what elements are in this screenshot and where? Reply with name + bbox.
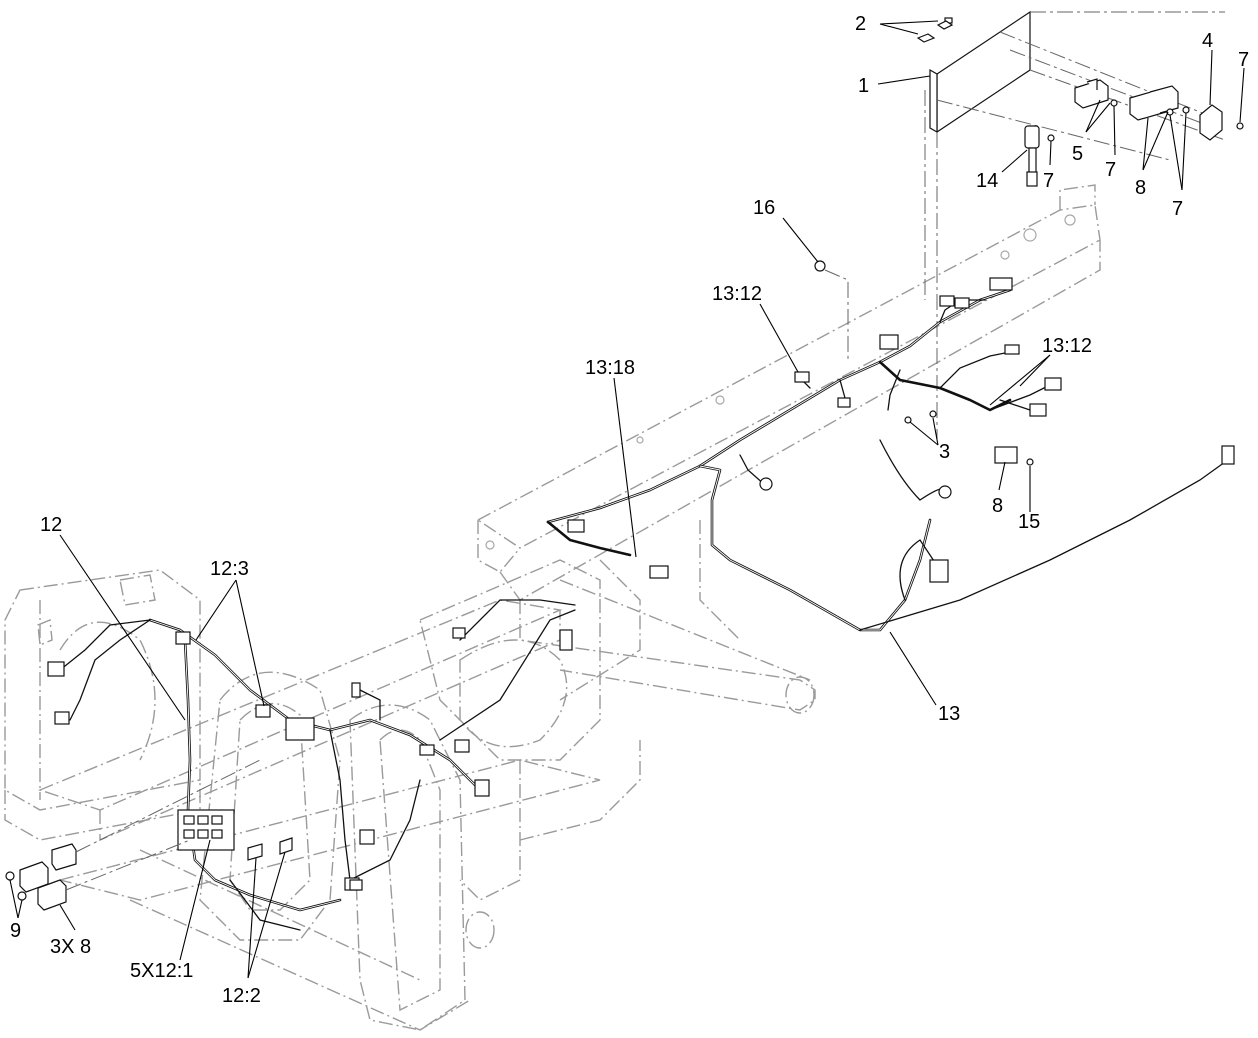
screw-item-7 [1047, 99, 1244, 142]
callout-2: 2 [855, 13, 866, 35]
relay-mount-plate [924, 10, 1226, 440]
callout-12-2: 12:2 [222, 985, 261, 1007]
callout-3x8: 3X 8 [50, 936, 91, 958]
callout-13: 13 [938, 703, 960, 725]
callout-8: 8 [1135, 177, 1146, 199]
callout-13-18: 13:18 [585, 357, 635, 379]
callout-5x12-1: 5X12:1 [130, 960, 193, 982]
main-wire-harness-13 [546, 277, 1235, 632]
plug-item-16 [814, 260, 849, 360]
callout-7: 7 [1105, 159, 1116, 181]
callout-8: 8 [992, 495, 1003, 517]
relay-item-8-pair [1129, 85, 1179, 121]
callout-9: 9 [10, 920, 21, 942]
callout-13-12: 13:12 [712, 283, 762, 305]
callout-12-3: 12:3 [210, 558, 249, 580]
flasher-item-4 [1199, 104, 1223, 141]
fuse-holder-item-14 [1024, 125, 1040, 187]
callout-7: 7 [1043, 170, 1054, 192]
relay-group-3x8 [19, 759, 261, 911]
callout-13-12: 13:12 [1042, 335, 1092, 357]
callout-labels: 2 1 4 7 5 7 8 7 14 7 16 13:12 13:12 13:1… [10, 13, 1249, 1007]
callout-7: 7 [1172, 198, 1183, 220]
callout-1: 1 [858, 75, 869, 97]
fastener-item-2 [916, 20, 954, 43]
callout-5: 5 [1072, 143, 1083, 165]
callout-7: 7 [1238, 49, 1249, 71]
leader-lines [9, 20, 1245, 979]
callout-3: 3 [939, 441, 950, 463]
callout-14: 14 [976, 170, 998, 192]
callout-12: 12 [40, 514, 62, 536]
machine-frame [4, 184, 1101, 1031]
relay-item-5 [1074, 78, 1109, 109]
callout-16: 16 [753, 197, 775, 219]
front-wire-harness-12 [47, 599, 576, 931]
callout-4: 4 [1202, 30, 1213, 52]
callout-15: 15 [1018, 511, 1040, 533]
